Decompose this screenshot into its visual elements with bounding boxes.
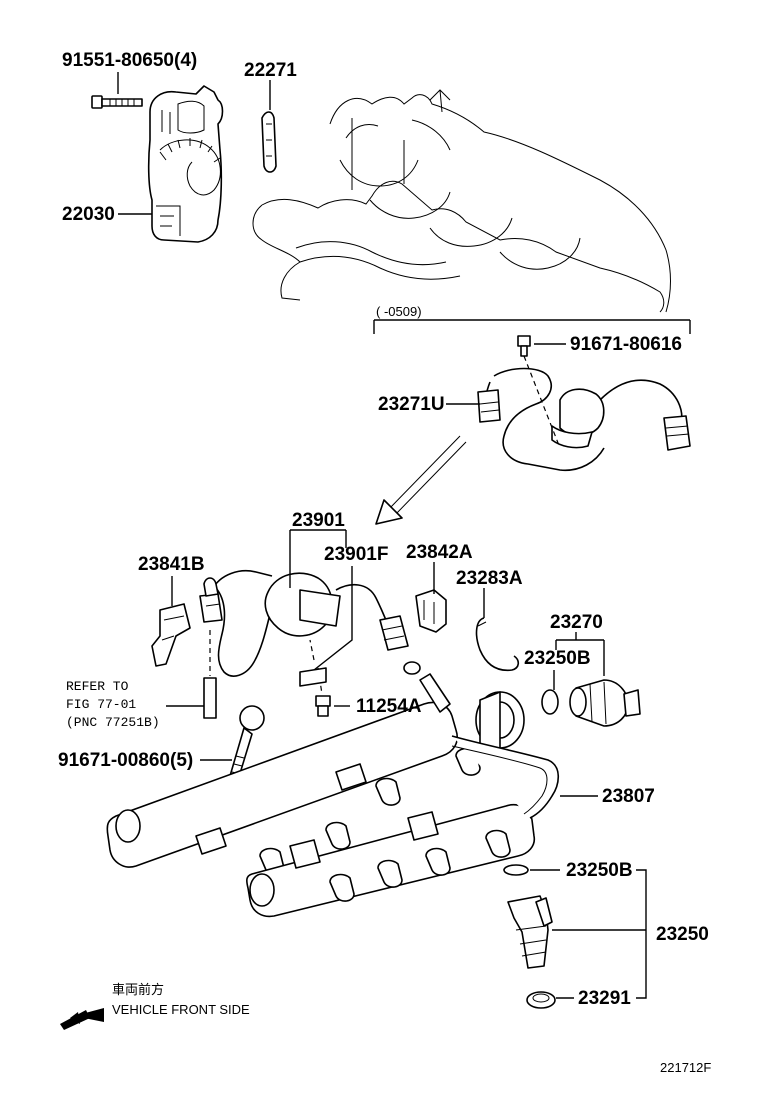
label-22271: 22271: [244, 60, 297, 81]
bolt-91671-80616: [517, 335, 561, 449]
clip-23283a: [475, 617, 520, 672]
hose-stub: [203, 630, 217, 719]
crossover-pipe: [451, 735, 560, 819]
injector-23250: [503, 864, 556, 1009]
label-23841b: 23841B: [138, 554, 205, 575]
intake-manifold: [252, 89, 671, 313]
refer-line-2: FIG 77-01: [66, 697, 136, 712]
fuel-hose-23271u: [477, 367, 691, 472]
gasket-22271: [261, 111, 277, 173]
label-11254a: 11254A: [356, 696, 422, 717]
refer-line-1: REFER TO: [66, 679, 129, 694]
throttle-body: [147, 85, 224, 243]
fuel-rail-lower: [246, 804, 536, 918]
label-91671-80616: 91671-80616: [570, 334, 682, 355]
label-23250: 23250: [656, 924, 709, 945]
label-23901f: 23901F: [324, 544, 388, 565]
label-23283a: 23283A: [456, 568, 523, 589]
label-23291: 23291: [578, 988, 631, 1009]
pressure-regulator-23270: [541, 679, 641, 727]
label-91671-00860: 91671-00860(5): [58, 750, 193, 771]
label-23250b-top: 23250B: [524, 648, 591, 669]
fuel-pipe-23901: [199, 570, 409, 677]
label-23901: 23901: [292, 510, 345, 531]
label-23807: 23807: [602, 786, 655, 807]
fitting-23901f: [299, 639, 327, 687]
fuel-rail-upper: [106, 661, 525, 876]
front-label-en: VEHICLE FRONT SIDE: [112, 1002, 250, 1017]
label-date-range: ( -0509): [376, 304, 422, 319]
clip-23842a: [415, 589, 447, 633]
refer-line-3: (PNC 77251B): [66, 715, 160, 730]
diagram-id: 221712F: [660, 1060, 711, 1075]
label-23270: 23270: [550, 612, 603, 633]
label-91551-80650: 91551-80650(4): [62, 50, 197, 71]
diagonal-arrow-icon: [375, 435, 467, 525]
label-23250b-bottom: 23250B: [566, 860, 633, 881]
callout-lines: [117, 72, 691, 999]
label-22030: 22030: [62, 204, 115, 225]
clamp-23841b: [151, 603, 191, 667]
front-label-jp: 車両前方: [112, 982, 164, 997]
left-arrow-icon: [60, 1008, 104, 1030]
label-23271u: 23271U: [378, 394, 445, 415]
bolt-91551: [91, 95, 143, 109]
label-23842a: 23842A: [406, 542, 473, 563]
